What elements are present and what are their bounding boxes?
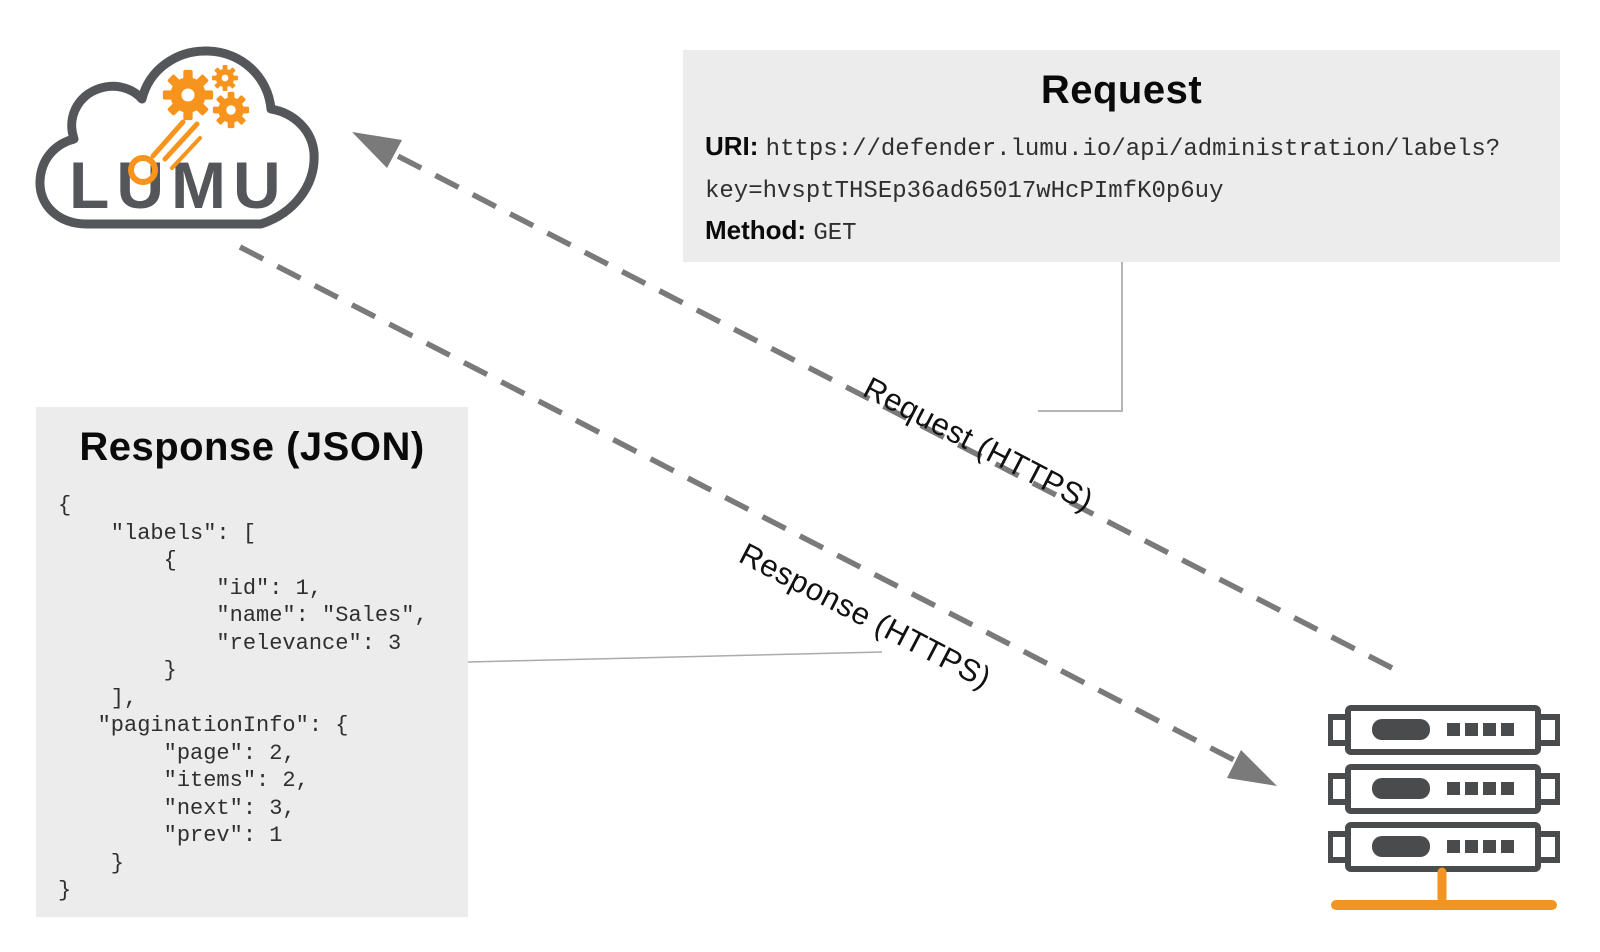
- server-rack-icon: [1328, 704, 1560, 910]
- server-unit-1: [1330, 708, 1558, 752]
- request-box-body: URI: https://defender.lumu.io/api/admini…: [705, 127, 1540, 253]
- request-box-title: Request: [1040, 68, 1203, 112]
- lumu-cloud-logo: LUMU: [35, 46, 319, 229]
- uri-label: URI:: [705, 131, 759, 161]
- network-line: [1331, 867, 1557, 910]
- uri-value-line2: key=hvsptTHSEp36ad65017wHcPImfK0p6uy: [705, 178, 1224, 205]
- response-arrowhead: [1227, 750, 1277, 786]
- request-arrowhead: [352, 132, 402, 168]
- uri-value-line1: https://defender.lumu.io/api/administrat…: [765, 136, 1501, 163]
- response-box-connector: [467, 651, 883, 663]
- response-box-title: Response (JSON): [79, 425, 425, 469]
- response-box: Response (JSON) { "labels": [ { "id": 1,…: [36, 407, 468, 917]
- cloud-outline: [35, 46, 319, 229]
- server-unit-3: [1330, 825, 1558, 869]
- request-box-connector: [1038, 262, 1123, 412]
- lumu-wordmark: LUMU: [69, 148, 288, 222]
- comet-icon: [128, 119, 202, 185]
- request-box: Request URI: https://defender.lumu.io/ap…: [683, 50, 1560, 262]
- response-json-code: { "labels": [ { "id": 1, "name": "Sales"…: [58, 493, 428, 903]
- response-arrow-line: [238, 244, 1240, 765]
- server-unit-2: [1330, 767, 1558, 811]
- method-label: Method:: [705, 215, 807, 245]
- request-uri: URI: https://defender.lumu.io/api/admini…: [705, 127, 1540, 211]
- method-value: GET: [813, 220, 857, 247]
- request-arrow-line: [388, 149, 1394, 671]
- request-method: Method: GET: [705, 211, 1540, 253]
